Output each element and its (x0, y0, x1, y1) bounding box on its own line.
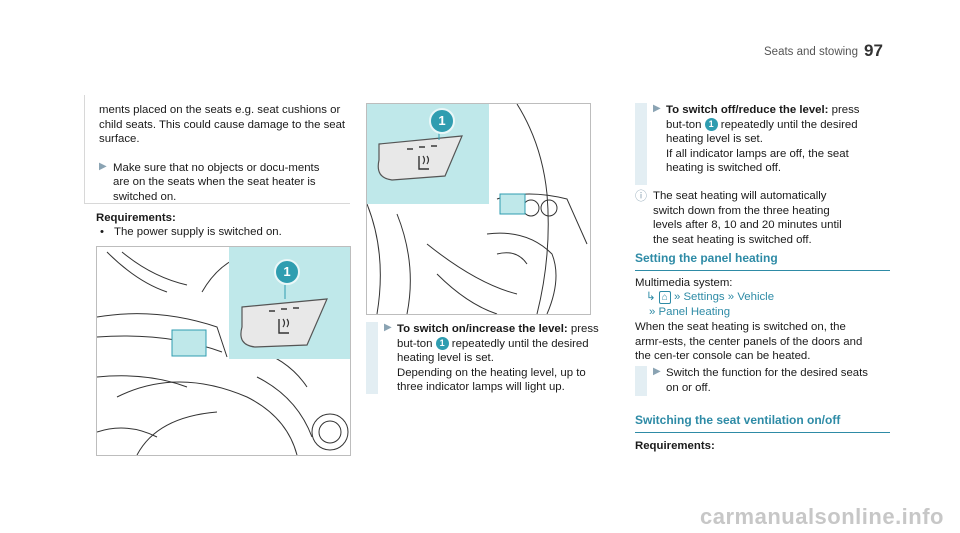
multimedia-label: Multimedia system: (635, 277, 733, 289)
callout-badge-1: 1 (274, 259, 300, 285)
step-text-2: repeatedly until the desired heating lev… (666, 118, 858, 146)
info-note: ⓘ The seat heating will automatically sw… (635, 189, 857, 247)
chevron-double-right-icon: » (727, 291, 735, 303)
menu-item-panel-heating: Panel Heating (658, 306, 731, 318)
triangle-right-icon: ▶ (384, 322, 392, 333)
figure-seat-heating-rear: 1 (96, 246, 351, 456)
page-number: 97 (864, 41, 883, 60)
step-decrease: ▶ To switch off/reduce the level: press … (635, 103, 875, 185)
watermark: carmanualsonline.info (700, 504, 944, 529)
home-icon: ⌂ (658, 291, 671, 304)
highlight-small-front (499, 193, 526, 215)
section-title: Seats and stowing (764, 46, 858, 58)
warning-box: ments placed on the seats e.g. seat cush… (84, 95, 350, 204)
heading-seat-ventilation: Switching the seat ventilation on/off (635, 413, 890, 434)
door-illustration (97, 247, 350, 455)
step-title: To switch off/reduce the level: (666, 104, 829, 116)
highlight-small (171, 329, 207, 357)
step-title: To switch on/increase the level: (397, 323, 568, 335)
return-arrow-icon: ↳ (646, 291, 656, 303)
step-text: press but-ton (397, 323, 599, 350)
step-panel: ▶ Switch the function for the desired se… (635, 366, 875, 396)
menu-item-vehicle: Vehicle (737, 291, 775, 303)
bullet-icon: • (100, 226, 104, 238)
requirements-heading: Requirements: (96, 212, 176, 224)
figure-seat-heating-front: 1 (366, 103, 591, 315)
step-text-3: Depending on the heating level, up to th… (397, 366, 586, 394)
menu-path: ↳ ⌂ » Settings » Vehicle (646, 290, 774, 305)
warning-step-text: Make sure that no objects or docu-ments … (113, 161, 320, 203)
button-badge-1: 1 (704, 118, 718, 132)
requirement-text: The power supply is switched on. (114, 226, 282, 238)
menu-item-settings: Settings (683, 291, 725, 303)
door-illustration-front (367, 104, 588, 314)
triangle-right-icon: ▶ (653, 103, 661, 114)
heading-panel-heating: Setting the panel heating (635, 251, 890, 272)
menu-path-2: » Panel Heating (649, 305, 730, 320)
chevron-double-right-icon: » (649, 306, 656, 318)
info-icon: ⓘ (635, 189, 648, 203)
warning-step: ▶ Make sure that no objects or docu-ment… (99, 161, 350, 205)
triangle-right-icon: ▶ (99, 160, 107, 172)
panel-step-text: Switch the function for the desired seat… (666, 367, 868, 394)
panel-text: When the seat heating is switched on, th… (635, 321, 863, 363)
step-increase: ▶ To switch on/increase the level: press… (366, 322, 606, 394)
requirements-heading-2: Requirements: (635, 440, 715, 452)
step-text-3: If all indicator lamps are off, the seat… (666, 147, 849, 175)
step-text: press but-ton (666, 104, 860, 131)
callout-badge-1: 1 (429, 108, 455, 134)
note-text: The seat heating will automatically swit… (653, 190, 842, 246)
button-badge-1: 1 (435, 337, 449, 351)
step-text-2: repeatedly until the desired heating lev… (397, 337, 589, 365)
triangle-right-icon: ▶ (653, 366, 661, 377)
warning-text: ments placed on the seats e.g. seat cush… (99, 104, 346, 146)
chevron-double-right-icon: » (673, 291, 681, 303)
requirement-item: • The power supply is switched on. (100, 225, 282, 240)
